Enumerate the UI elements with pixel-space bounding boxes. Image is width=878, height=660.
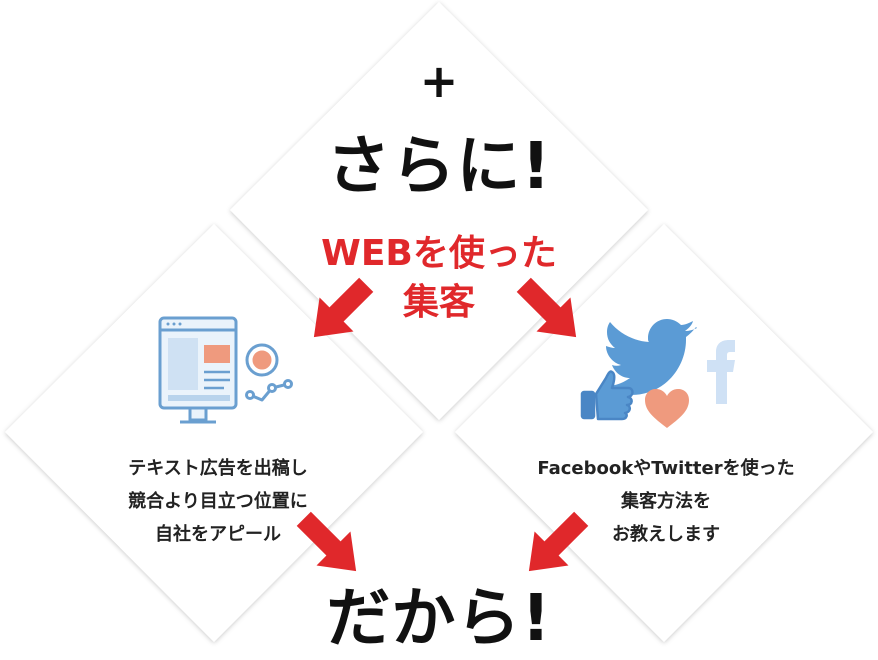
arrow-top-right [516, 277, 577, 338]
top-heading: さらに! [326, 130, 552, 204]
twitter-bird-icon [601, 319, 697, 395]
right-panel-line: お教えします [612, 524, 720, 545]
center-text-line-2: 集客 [402, 282, 475, 323]
arrow-bottom-right [528, 511, 589, 572]
plus-sign: + [419, 54, 459, 108]
left-panel-line: 競合より目立つ位置に [128, 491, 308, 512]
right-panel-line: 集客方法を [621, 491, 711, 512]
center-text-line-1: WEBを使った [321, 233, 557, 274]
left-panel-line: テキスト広告を出稿し [128, 458, 308, 479]
right-panel-description: FacebookやTwitterを使った 集客方法を お教えします [516, 452, 816, 551]
left-panel-description: テキスト広告を出稿し 競合より目立つ位置に 自社をアピール [68, 452, 368, 551]
thumbs-up-icon [580, 370, 634, 421]
web-ad-monitor-icon [158, 316, 293, 424]
bottom-heading: だから! [326, 582, 552, 656]
right-panel-line: FacebookやTwitterを使った [537, 458, 795, 479]
left-panel-line: 自社をアピール [155, 524, 281, 545]
arrow-bottom-left [296, 511, 357, 572]
arrow-top-left [313, 277, 374, 338]
facebook-icon [707, 340, 735, 404]
top-diamond [230, 2, 648, 420]
heart-icon [645, 389, 689, 428]
